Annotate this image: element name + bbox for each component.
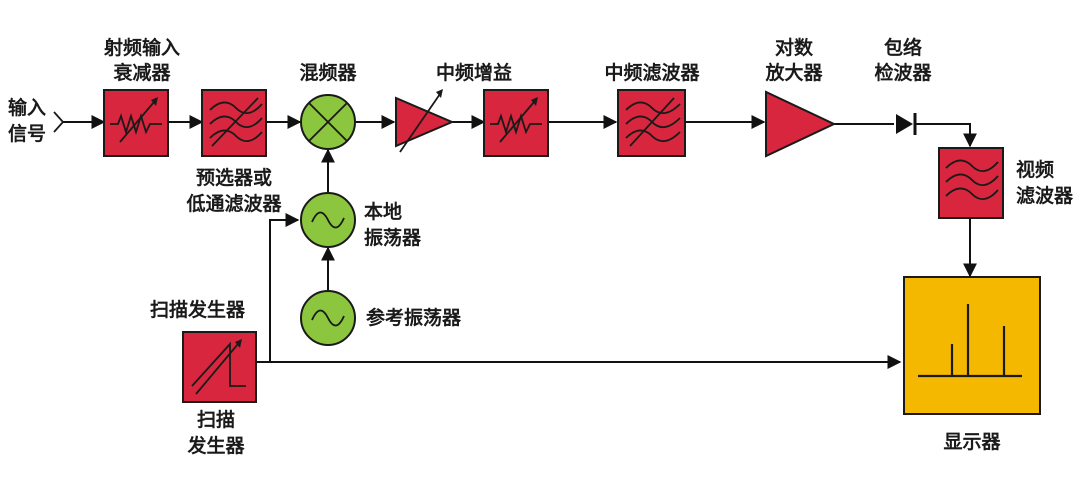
variable-arrow-icon [119, 101, 155, 143]
label-local-osc-2: 振荡器 [364, 226, 422, 249]
if-gain-attenuator-block [483, 89, 549, 157]
resistor-icon [490, 112, 542, 136]
filter-wave-icon [625, 97, 681, 147]
mixer-block [300, 94, 356, 150]
if-filter-block [617, 89, 686, 157]
rf-attenuator-block [103, 89, 169, 157]
label-if-filter: 中频滤波器 [604, 61, 700, 84]
label-sweep-generator-bottom-1: 扫描 [197, 408, 235, 431]
display-block [903, 276, 1041, 415]
label-video-filter-2: 滤波器 [1016, 184, 1074, 207]
label-mixer: 混频器 [299, 61, 357, 84]
log-amplifier [765, 90, 837, 158]
label-log-amp-1: 对数 [775, 36, 814, 59]
sine-wave-icon [311, 309, 345, 327]
sawtooth-icon [191, 341, 246, 387]
label-sweep-generator-bottom-2: 发生器 [186, 434, 245, 457]
preselector-filter-block [201, 89, 267, 157]
reference-oscillator [300, 290, 356, 346]
label-preselector-2: 低通滤波器 [185, 192, 282, 215]
label-display: 显示器 [943, 431, 1001, 453]
label-input-signal-2: 信号 [8, 122, 46, 145]
diode-icon [896, 113, 917, 135]
variable-arrow-icon [399, 93, 441, 153]
label-log-amp-2: 放大器 [764, 61, 823, 84]
video-filter-block [938, 147, 1004, 219]
filter-wave-icon [945, 159, 999, 200]
mixer-cross-icon [308, 102, 348, 142]
label-reference-osc: 参考振荡器 [366, 306, 462, 329]
sweep-generator-block [182, 331, 257, 403]
variable-arrow-icon [195, 343, 239, 395]
label-if-gain: 中频增益 [436, 61, 512, 84]
local-oscillator [300, 192, 356, 248]
label-sweep-generator-top: 扫描发生器 [150, 298, 246, 321]
label-local-osc-1: 本地 [364, 200, 402, 223]
input-arrow-icon [53, 111, 65, 133]
if-gain-amplifier [395, 89, 455, 153]
signal-wires [62, 115, 977, 369]
wire-detector-to-videofilter [916, 123, 977, 148]
label-input-signal-1: 输入 [8, 96, 46, 119]
wire-sweep-to-lo [269, 213, 300, 362]
label-preselector-1: 预选器或 [196, 166, 272, 189]
filter-wave-icon [209, 97, 263, 147]
label-envelope-detector-1: 包络 [884, 36, 922, 59]
label-envelope-detector-2: 检波器 [874, 61, 932, 84]
sine-wave-icon [311, 211, 345, 229]
label-video-filter-1: 视频 [1016, 158, 1054, 181]
resistor-icon [110, 112, 162, 136]
variable-arrow-icon [499, 101, 535, 143]
spectrum-trace-icon [918, 304, 1022, 378]
label-rf-attenuator-2: 衰减器 [112, 61, 171, 84]
label-rf-attenuator-1: 射频输入 [103, 36, 180, 59]
